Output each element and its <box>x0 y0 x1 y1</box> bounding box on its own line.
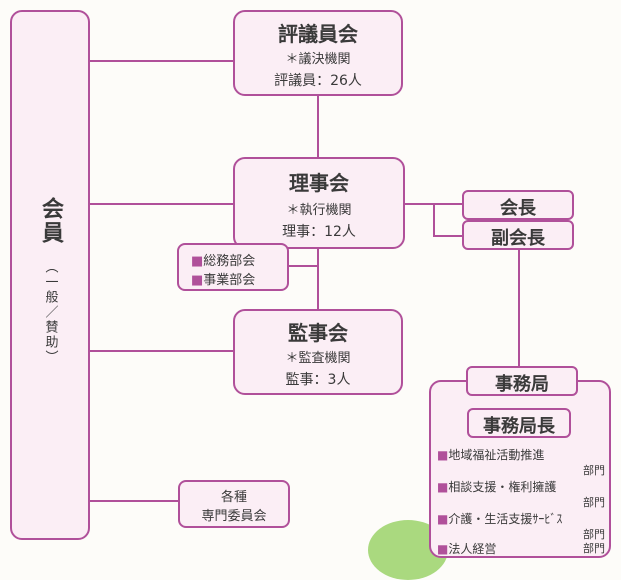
connector-line <box>518 248 520 368</box>
connector-line <box>433 203 435 236</box>
subcommittee-label: 総務部会 <box>203 254 256 269</box>
subcommittee-label: 事業部会 <box>203 273 256 288</box>
vice-chair-box: 副会長 <box>462 220 574 250</box>
secretariat-head-box: 事務局長 <box>467 408 571 438</box>
vice-chair-label: 副会長 <box>491 228 545 249</box>
department-suffix: 部門 <box>583 542 605 555</box>
subcommittee-item: ■事業部会 <box>191 269 255 288</box>
square-bullet-icon: ■ <box>191 273 204 288</box>
council-count: 評議員：26人 <box>274 73 362 89</box>
members-subtitle: （一般／賛助） <box>42 260 58 365</box>
specialist-line1: 各種 <box>220 490 247 505</box>
square-bullet-icon: ■ <box>191 254 204 269</box>
connector-line <box>88 203 234 205</box>
secretariat-head-label: 事務局長 <box>483 416 555 437</box>
department-suffix: 部門 <box>583 528 605 541</box>
square-bullet-icon: ■ <box>437 542 449 556</box>
council-title: 評議員会 <box>278 22 358 46</box>
department-item: ■法人経営 <box>437 540 496 557</box>
square-bullet-icon: ■ <box>437 480 449 494</box>
board-role: ＊執行機関 <box>286 203 352 218</box>
connector-line <box>88 60 234 62</box>
department-suffix: 部門 <box>583 464 605 477</box>
chair-label: 会長 <box>500 198 536 219</box>
audit-box: 監事会 ＊監査機関 監事：3人 <box>233 309 403 395</box>
specialist-line2: 専門委員会 <box>201 509 267 524</box>
connector-line <box>433 235 463 237</box>
secretariat-box: 事務局長 ■地域福祉活動推進 部門 ■相談支援・権利擁護 部門 ■介護・生活支援… <box>429 380 611 558</box>
audit-title: 監事会 <box>288 321 348 345</box>
audit-count: 監事：3人 <box>285 372 351 388</box>
square-bullet-icon: ■ <box>437 448 449 462</box>
specialist-committee-box: 各種 専門委員会 <box>178 480 290 528</box>
department-name: 介護・生活支援ｻｰﾋﾞｽ <box>448 512 563 526</box>
board-title: 理事会 <box>289 171 349 195</box>
department-item: ■相談支援・権利擁護 <box>437 478 556 495</box>
secretariat-title-box: 事務局 <box>466 366 578 396</box>
subcommittee-item: ■総務部会 <box>191 250 255 269</box>
board-count: 理事：12人 <box>282 224 356 240</box>
chair-box: 会長 <box>462 190 574 220</box>
council-box: 評議員会 ＊議決機関 評議員：26人 <box>233 10 403 96</box>
department-suffix: 部門 <box>583 496 605 509</box>
connector-line <box>88 500 180 502</box>
connector-line <box>288 265 318 267</box>
subcommittees-box: ■総務部会 ■事業部会 <box>177 243 289 291</box>
department-item: ■介護・生活支援ｻｰﾋﾞｽ <box>437 510 562 527</box>
connector-line <box>88 350 234 352</box>
council-role: ＊議決機関 <box>285 52 351 67</box>
board-box: 理事会 ＊執行機関 理事：12人 <box>233 157 405 249</box>
square-bullet-icon: ■ <box>437 512 449 526</box>
members-title: 会員 <box>38 197 63 245</box>
department-name: 地域福祉活動推進 <box>448 448 545 462</box>
audit-role: ＊監査機関 <box>285 351 351 366</box>
department-name: 法人経営 <box>448 542 497 556</box>
members-box: 会員 （一般／賛助） <box>10 10 90 540</box>
connector-line <box>317 95 319 158</box>
department-name: 相談支援・権利擁護 <box>448 480 557 494</box>
connector-line <box>317 248 319 310</box>
secretariat-title: 事務局 <box>495 374 549 395</box>
department-item: ■地域福祉活動推進 <box>437 446 544 463</box>
